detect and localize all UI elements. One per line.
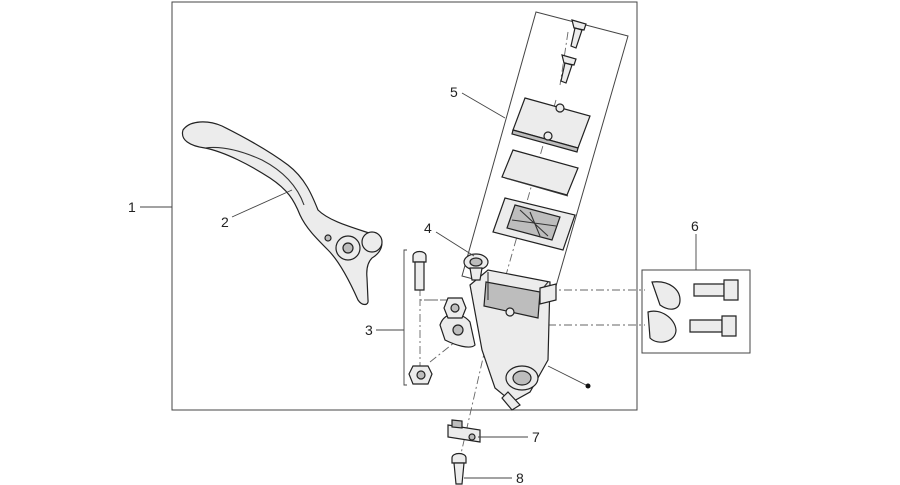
handlebar-clamp-icon (647, 281, 681, 343)
screw-icon (412, 250, 427, 291)
callout-8: 8 (516, 470, 524, 485)
callout-3: 3 (365, 322, 373, 338)
bolt-icon (689, 315, 737, 337)
brake-switch-icon (447, 419, 481, 443)
screw-icon (560, 54, 577, 84)
screw-group-bracket (403, 249, 407, 386)
reservoir-cap-icon (511, 97, 591, 153)
assembly-frame (171, 1, 638, 411)
master-cylinder-icon (439, 269, 557, 411)
callout-6: 6 (691, 218, 699, 234)
leader-dot (585, 383, 591, 389)
callout-2: 2 (221, 214, 229, 230)
callout-1: 1 (128, 199, 136, 215)
screw-icon (451, 452, 467, 485)
callout-5: 5 (450, 84, 458, 100)
diaphragm-plate-icon (501, 149, 579, 197)
nut-icon (443, 297, 467, 319)
reservoir-group-frame (461, 11, 629, 301)
leader-lines (140, 92, 697, 479)
bolt-icon (693, 279, 739, 301)
screw-icon (570, 19, 587, 49)
callout-4: 4 (424, 220, 432, 236)
callout-7: 7 (532, 429, 540, 445)
switch-plug-icon (463, 253, 489, 281)
nut-icon (408, 365, 433, 385)
rubber-bellows-icon (492, 197, 576, 251)
brake-lever-icon (181, 121, 383, 306)
